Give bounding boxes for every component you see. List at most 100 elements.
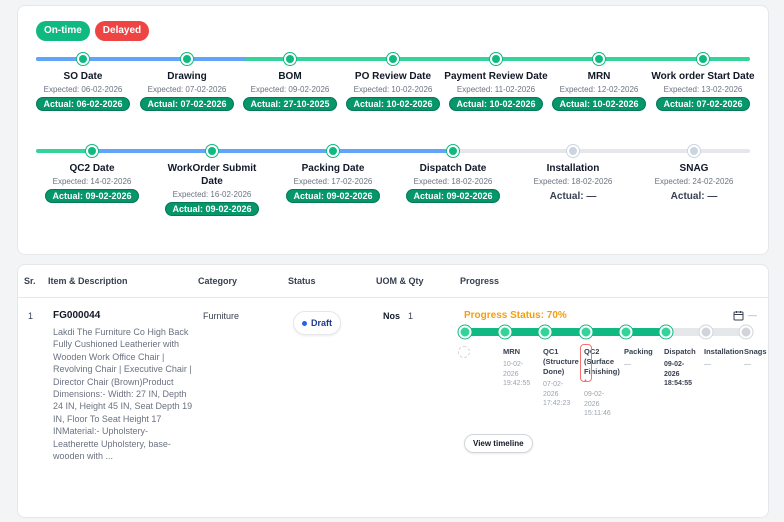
legend-delayed: Delayed [94, 21, 150, 41]
stage-name: Drawing [167, 71, 207, 82]
timeline-card [17, 5, 769, 255]
stage-expected: Expected: 18-02-2026 [533, 177, 613, 186]
stage-expected: Expected: 12-02-2026 [559, 85, 639, 94]
stage-actual: Actual: 09-02-2026 [406, 189, 500, 203]
stage-dot-icon [86, 145, 98, 157]
progress-step-dot-icon [739, 325, 753, 339]
stage-expected: Expected: 11-02-2026 [456, 85, 536, 94]
progress-step-time: — [704, 361, 711, 368]
legend-on-time: On-time [36, 21, 90, 41]
status-dot-icon [302, 321, 307, 327]
stage-name: QC2 Date [69, 163, 115, 174]
timeline-track-row2-a [36, 149, 94, 153]
stage-expected: Expected: 24-02-2026 [654, 177, 734, 186]
progress-step-name: QC1 (Structure Done) [543, 347, 579, 376]
stage-dot-icon [387, 53, 399, 65]
progress-status: Progress Status: 70% [464, 310, 567, 321]
progress-step: Installation — [704, 347, 746, 370]
progress-step: Snags — [744, 347, 784, 370]
progress-step-name: MRN [503, 347, 521, 356]
stage-name: Dispatch Date [419, 163, 487, 174]
progress-step-dot-icon [458, 325, 472, 339]
timeline-track-row2-b [94, 149, 454, 153]
stage-dot-icon [77, 53, 89, 65]
progress-step-time: — [744, 361, 751, 368]
progress-step-name: Packing [624, 347, 653, 356]
header-progress: Progress [460, 276, 500, 286]
progress-step-name: Dispatch [664, 347, 696, 356]
stage-dot-icon [593, 53, 605, 65]
stage-actual: Actual: 07-02-2026 [140, 97, 234, 111]
progress-step-time: 09-02-2026 15:11:46 [584, 391, 611, 417]
stage-expected: Expected: 07-02-2026 [147, 85, 227, 94]
progress-start-marker [458, 346, 470, 358]
progress-step: MRN 10-02-2026 19:42:55 [503, 347, 545, 389]
stage-expected: Expected: 17-02-2026 [293, 177, 373, 186]
progress-step-name: Snags [744, 347, 767, 356]
stage-dot-icon [697, 53, 709, 65]
stage-dot-icon [688, 145, 700, 157]
stage-dot-icon [567, 145, 579, 157]
item-category: Furniture [203, 311, 240, 321]
progress-step-name: Installation [704, 347, 744, 356]
stage-actual: Actual: 07-02-2026 [656, 97, 750, 111]
timeline-track-row1-progress [36, 57, 246, 61]
item-qty: 1 [408, 311, 414, 321]
progress-step-time: 07-02-2026 17:42:23 [543, 381, 571, 407]
stage-expected: Expected: 10-02-2026 [353, 85, 433, 94]
progress-step-time: 09-02-2026 18:54:55 [664, 361, 693, 387]
stage-name: MRN [587, 71, 611, 82]
header-category: Category [198, 276, 238, 286]
items-table-card [17, 264, 769, 518]
stage-name: Packing Date [301, 163, 365, 174]
stage-name: Work order Start Date [651, 71, 755, 82]
stage-actual: Actual: — [549, 191, 597, 202]
view-timeline-button[interactable]: View timeline [464, 434, 533, 453]
progress-step-time: 10-02-2026 19:42:55 [503, 361, 531, 387]
stage-actual: Actual: — [670, 191, 718, 202]
stage-actual: Actual: 09-02-2026 [45, 189, 139, 203]
stage-name: WorkOrder Submit Date [167, 163, 257, 187]
stage-dot-icon [284, 53, 296, 65]
stage-name: Installation [546, 163, 600, 174]
legend: On-time Delayed [36, 21, 150, 41]
stage-actual: Actual: 09-02-2026 [165, 202, 259, 216]
stage-name: Payment Review Date [444, 71, 548, 82]
status-label: Draft [311, 318, 333, 328]
calendar-icon[interactable] [733, 310, 744, 321]
progress-step-dot-icon [498, 325, 512, 339]
stage-expected: Expected: 16-02-2026 [172, 190, 252, 199]
stage-dot-icon [447, 145, 459, 157]
header-item: Item & Description [48, 276, 128, 286]
stage-expected: Expected: 14-02-2026 [52, 177, 132, 186]
stage-actual: Actual: 10-02-2026 [449, 97, 543, 111]
progress-step-dot-icon [579, 325, 593, 339]
item-code[interactable]: FG000044 [53, 310, 101, 321]
progress-step-dot-icon [659, 325, 673, 339]
stage-name: SO Date [63, 71, 103, 82]
stage-dot-icon [181, 53, 193, 65]
qc2-highlight [580, 344, 592, 382]
progress-step: QC1 (Structure Done) 07-02-2026 17:42:23 [543, 347, 585, 409]
stage-name: BOM [278, 71, 302, 82]
stage-actual: Actual: 10-02-2026 [552, 97, 646, 111]
header-uom: UOM & Qty [376, 276, 424, 286]
header-divider [17, 297, 769, 298]
stage-expected: Expected: 09-02-2026 [250, 85, 330, 94]
stage-actual: Actual: 09-02-2026 [286, 189, 380, 203]
item-uom: Nos [383, 311, 401, 321]
stage-dot-icon [206, 145, 218, 157]
progress-step: Dispatch 09-02-2026 18:54:55 [664, 347, 706, 389]
header-sr: Sr. [24, 276, 36, 286]
